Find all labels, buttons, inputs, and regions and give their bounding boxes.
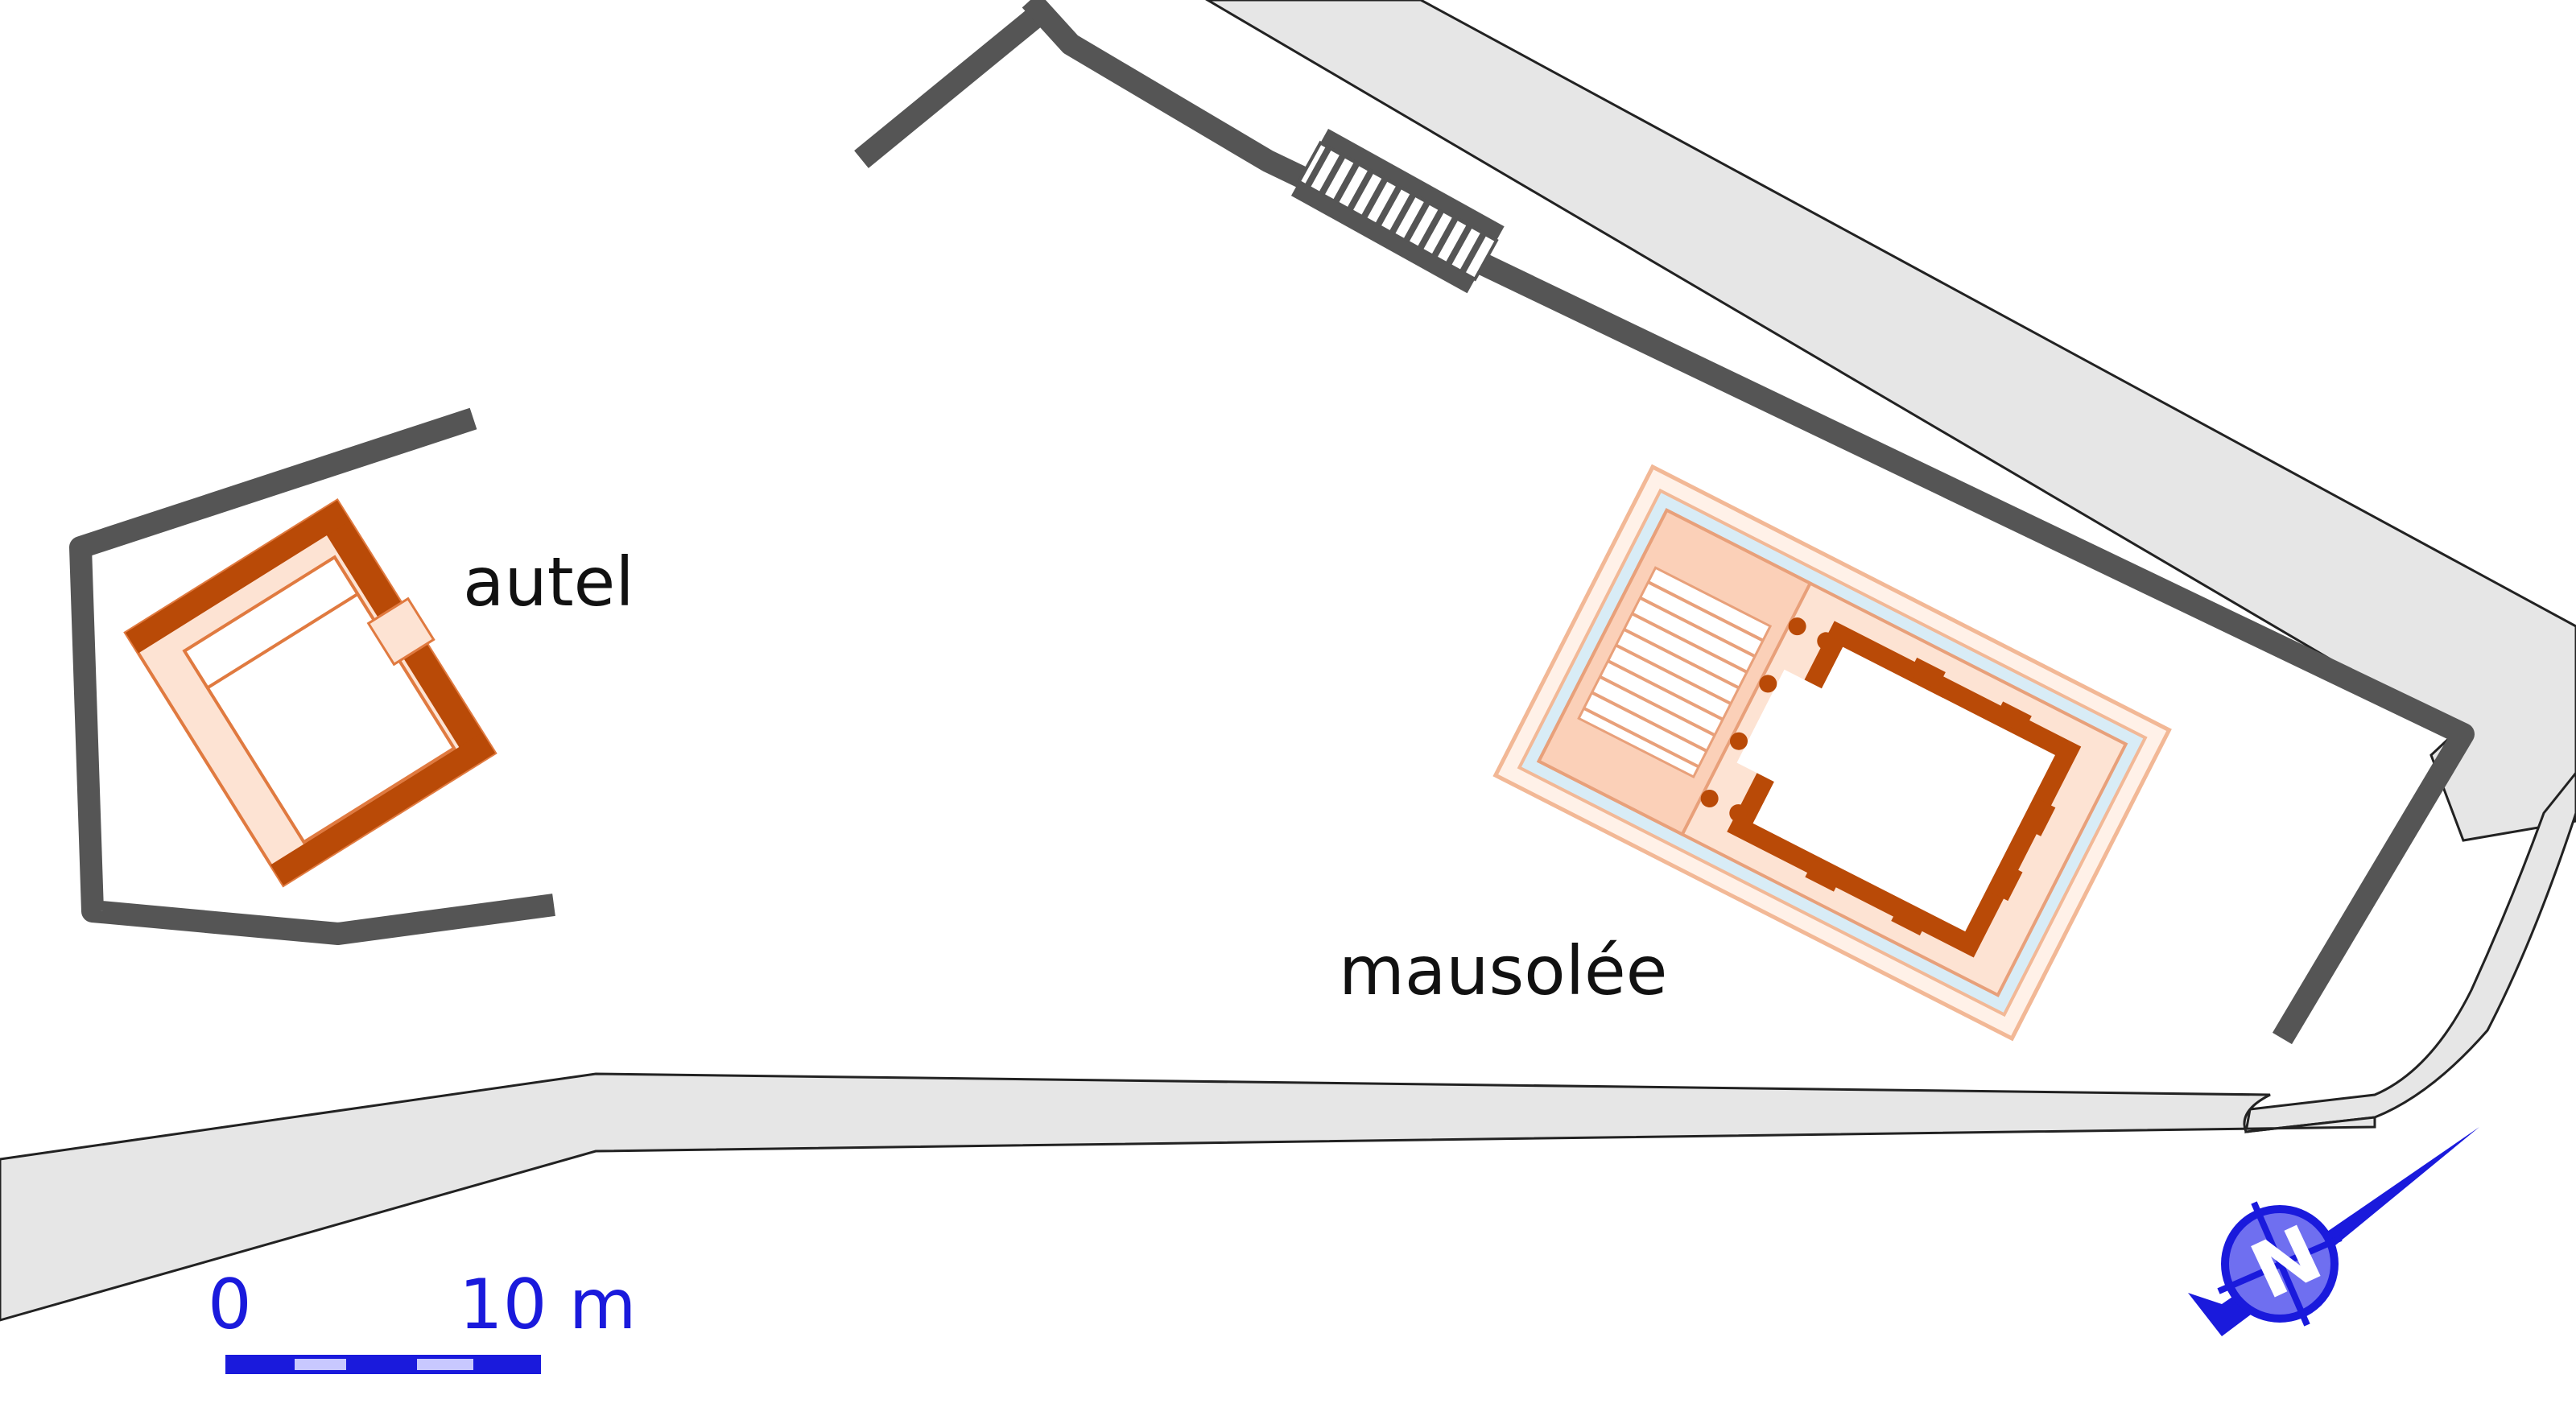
compass-icon: N	[2188, 1127, 2479, 1336]
scale-start-label: 0	[208, 1265, 252, 1345]
mausoleum-label: mausolée	[1339, 931, 1667, 1010]
altar-structure	[123, 497, 497, 888]
scale-bar: 0 10 m	[208, 1265, 637, 1374]
mausoleum-structure	[1492, 464, 2172, 1042]
altar-precinct-wall	[69, 407, 555, 945]
altar-label: autel	[463, 543, 634, 621]
north-staircase	[1290, 129, 1505, 294]
enclosure-walls	[69, 0, 2475, 1045]
lower-road	[0, 1072, 2376, 1322]
scale-end-label: 10 m	[459, 1265, 637, 1345]
north-wall-stub	[854, 6, 1046, 168]
north-wall	[1022, 0, 2475, 1045]
